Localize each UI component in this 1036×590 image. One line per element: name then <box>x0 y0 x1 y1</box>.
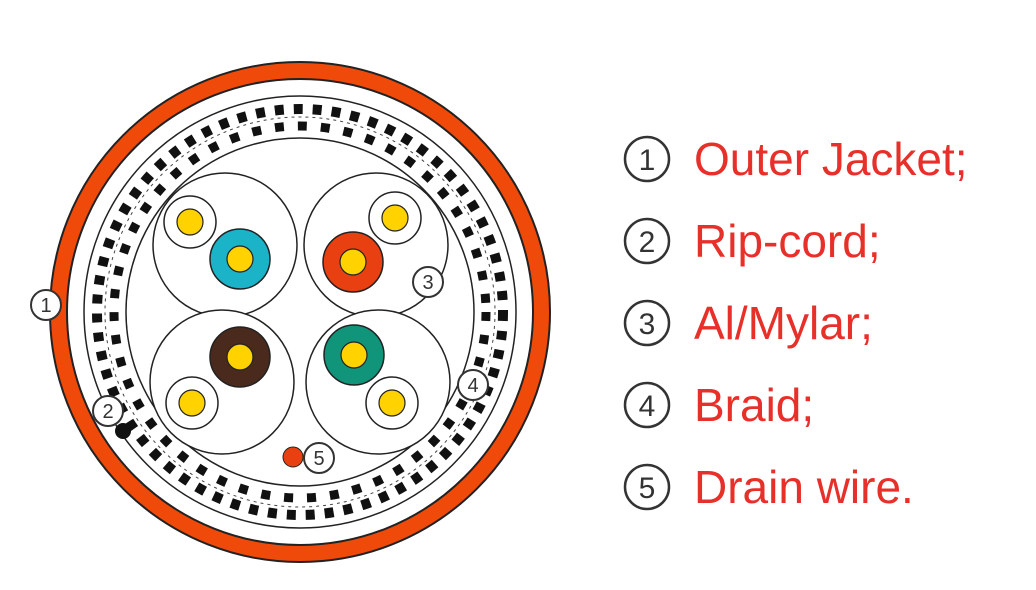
legend-number-3: 3 <box>639 308 656 341</box>
twisted-pair-bottom-left <box>149 309 295 455</box>
drain-wire <box>282 446 304 468</box>
braid-thin-line <box>104 116 496 508</box>
legend-number-badge-5: 5 <box>623 463 671 511</box>
legend: 1 Outer Jacket; 2 Rip-cord; 3 Al/Mylar; … <box>620 118 1030 528</box>
braid-outer-band <box>92 104 508 520</box>
legend-number-badge-1: 1 <box>623 135 671 183</box>
legend-number-4: 4 <box>639 390 656 423</box>
callout-3: 3 <box>412 266 444 298</box>
legend-label-braid: Braid; <box>694 379 815 431</box>
legend-item-outer-jacket: 1 Outer Jacket; <box>620 118 1030 200</box>
legend-label-al-mylar: Al/Mylar; <box>694 297 873 349</box>
callout-4-number: 4 <box>467 375 478 397</box>
callout-5: 5 <box>303 442 335 474</box>
cable-cross-section-diagram: 1 2 3 4 5 <box>30 61 551 563</box>
legend-item-braid: 4 Braid; <box>620 364 1030 446</box>
legend-label-outer-jacket: Outer Jacket; <box>694 133 968 185</box>
braid-inner-band <box>109 121 491 503</box>
callout-3-number: 3 <box>422 272 433 294</box>
legend-number-badge-2: 2 <box>623 217 671 265</box>
legend-item-al-mylar: 3 Al/Mylar; <box>620 282 1030 364</box>
legend-item-drain-wire: 5 Drain wire. <box>620 446 1030 528</box>
legend-label-rip-cord: Rip-cord; <box>694 215 881 267</box>
twisted-pair-bottom-right <box>305 309 451 455</box>
callout-2-number: 2 <box>102 401 113 423</box>
legend-number-1: 1 <box>639 144 656 177</box>
callout-2: 2 <box>92 395 124 427</box>
rip-cord <box>115 423 131 439</box>
callout-5-number: 5 <box>313 448 324 470</box>
legend-item-rip-cord: 2 Rip-cord; <box>620 200 1030 282</box>
legend-label-drain-wire: Drain wire. <box>694 461 914 513</box>
legend-number-5: 5 <box>639 472 656 505</box>
callout-1-number: 1 <box>40 295 51 317</box>
legend-number-badge-3: 3 <box>623 299 671 347</box>
callout-1: 1 <box>30 289 62 321</box>
legend-number-badge-4: 4 <box>623 381 671 429</box>
twisted-pair-top-left <box>152 172 298 318</box>
legend-number-2: 2 <box>639 226 656 259</box>
callout-4: 4 <box>457 369 489 401</box>
twisted-pair-top-right <box>303 172 449 318</box>
